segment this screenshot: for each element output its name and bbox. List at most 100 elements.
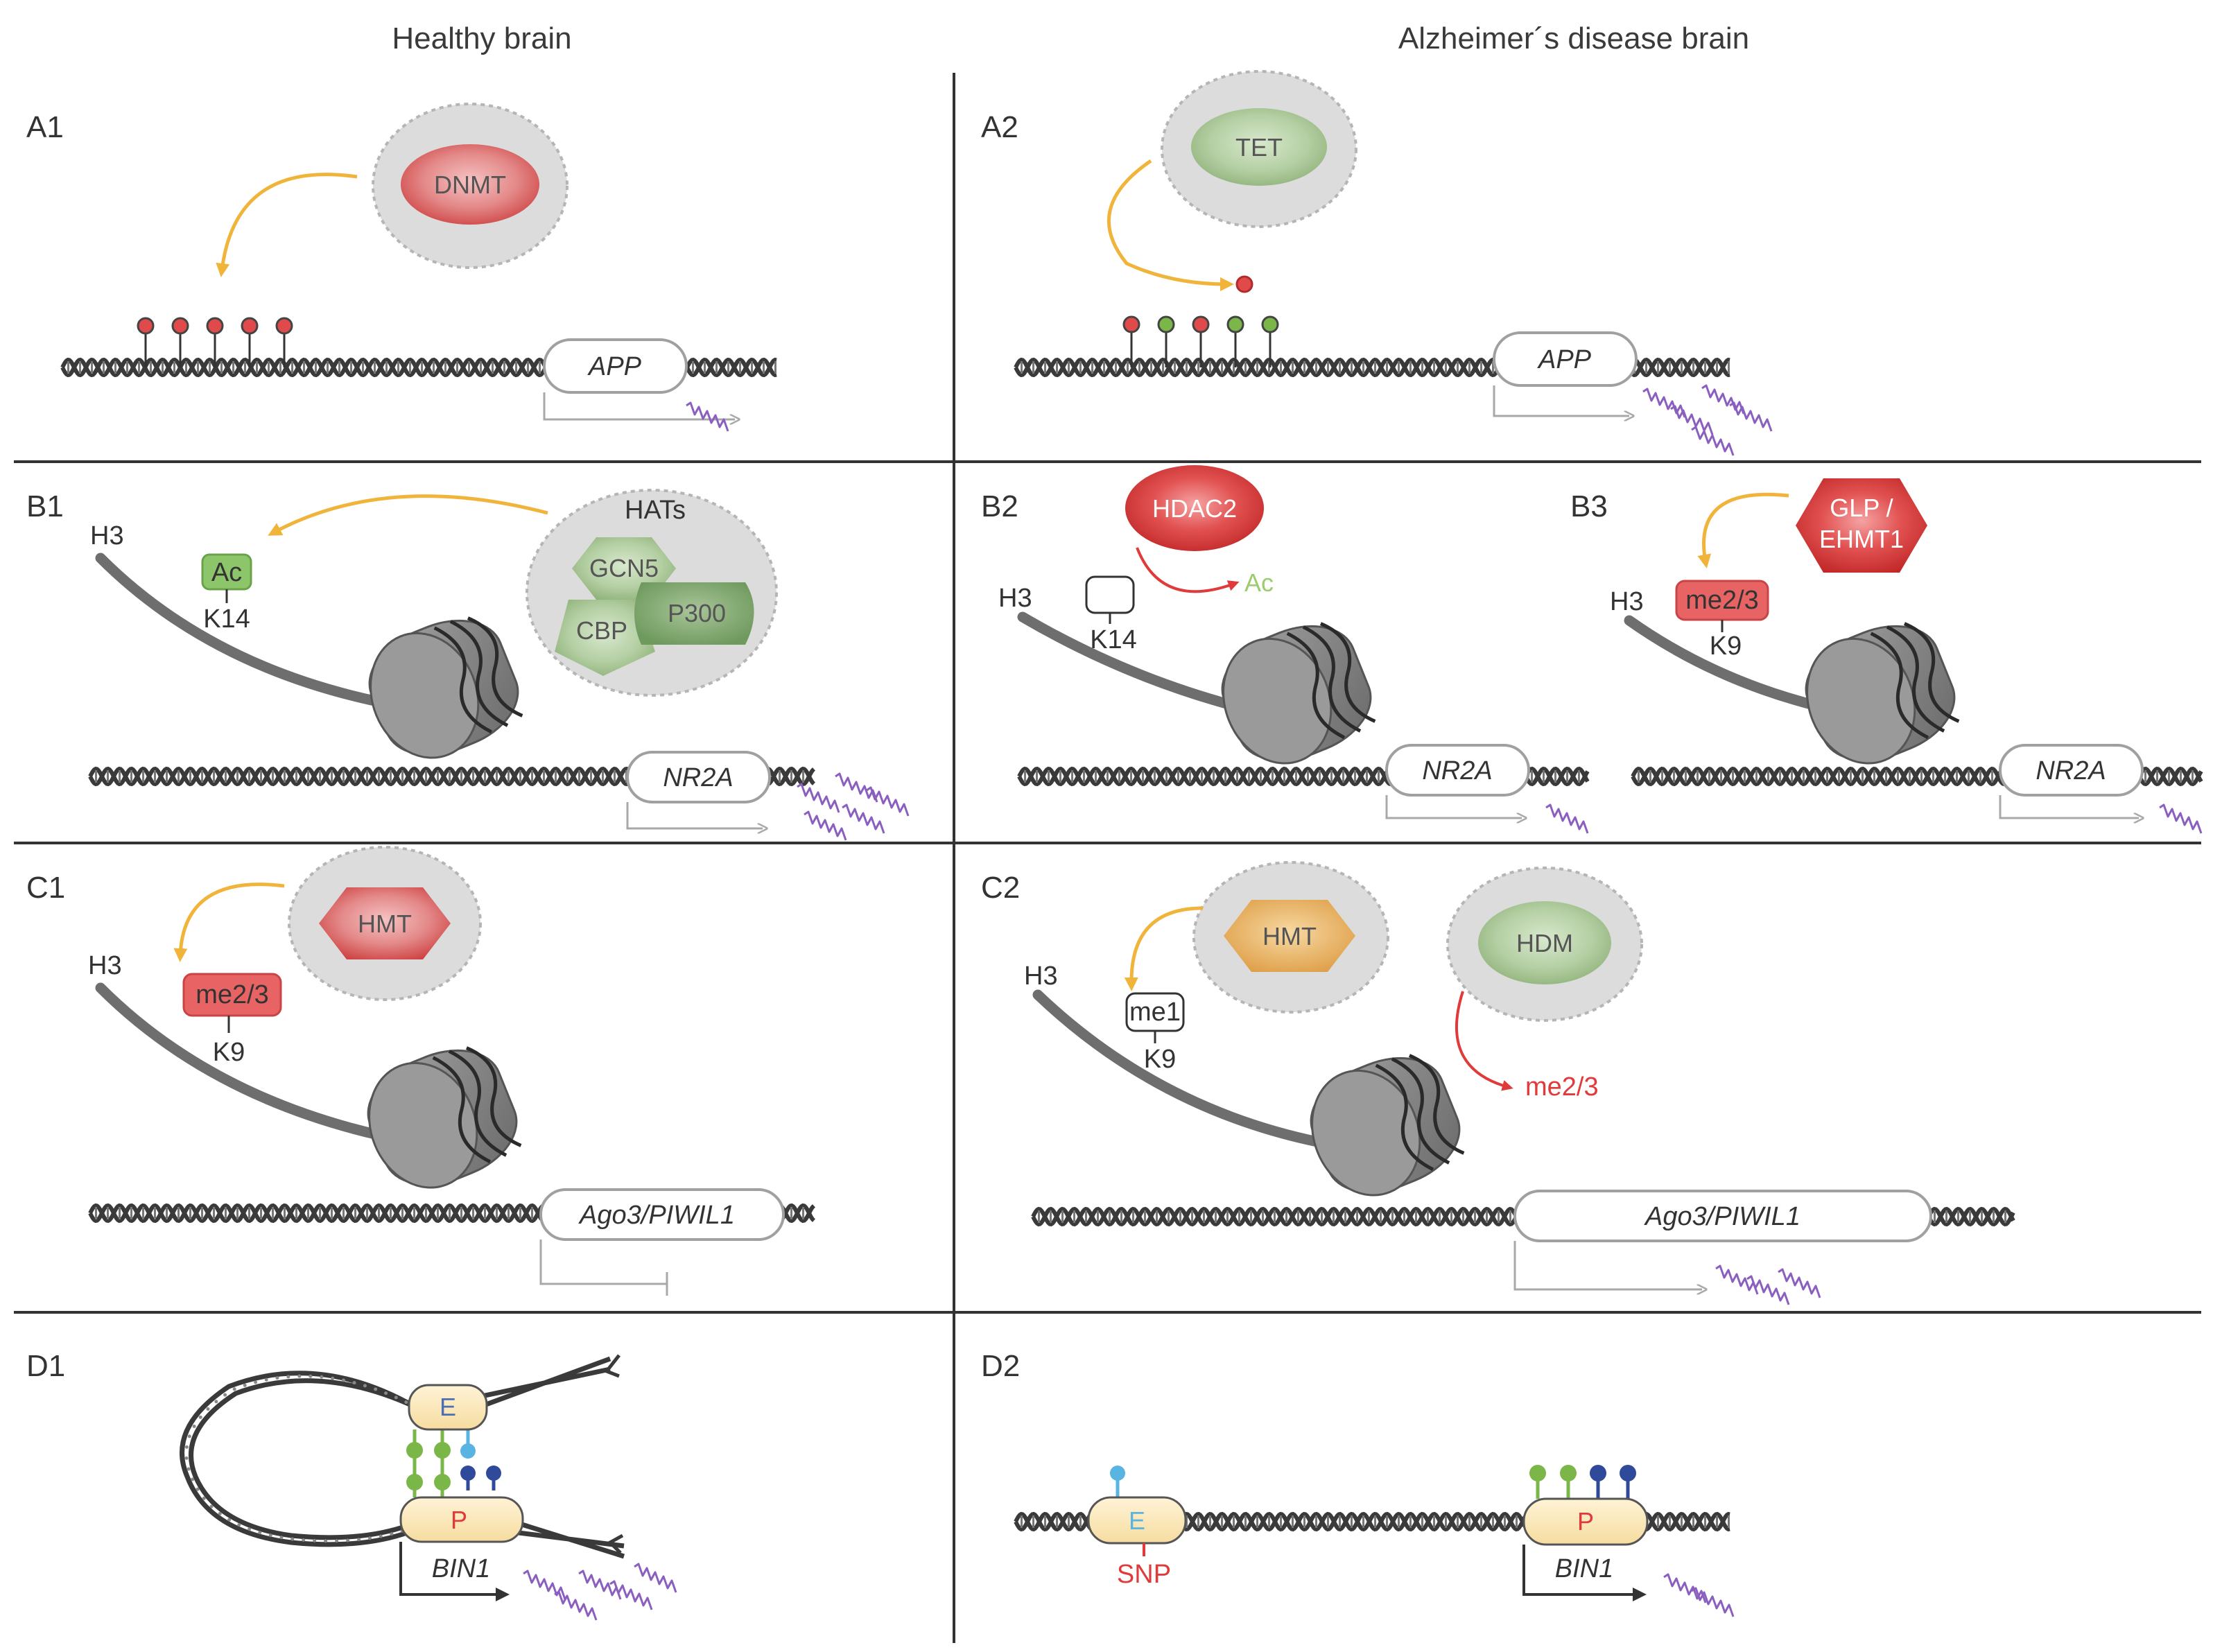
panel-label-d2: D2 (981, 1349, 1020, 1383)
histone-label: H3 (90, 521, 124, 550)
mrna-transcript (842, 803, 885, 834)
snp-label: SNP (1117, 1560, 1171, 1589)
hmt-enzyme (1224, 900, 1355, 972)
gene-label-nr2a: NR2A (2036, 756, 2106, 785)
panel-b2: H3 K14 HDAC2 Ac NR2A (998, 465, 1590, 834)
nucleosome (1221, 622, 1376, 765)
nucleosome (367, 1046, 522, 1189)
empty-residue-box (1085, 575, 1135, 614)
mrna-transcript (1729, 401, 1773, 432)
gene-label-nr2a: NR2A (663, 763, 733, 792)
methylation-marks (1122, 315, 1279, 367)
mrna-transcripts (1545, 803, 1589, 834)
mrna-transcript (1746, 1275, 1790, 1305)
gene-label-ago3: Ago3/PIWIL1 (578, 1201, 735, 1230)
demethylation-arrow (1455, 991, 1513, 1091)
hats-label: HATs (625, 496, 686, 525)
methylation-arrow (1697, 492, 1789, 568)
histone-label: H3 (1024, 962, 1058, 991)
enhancer-mark-head (1110, 1466, 1125, 1481)
glp-label-line1: GLP / (1830, 494, 1893, 522)
removed-methyl-label: me2/3 (1525, 1072, 1599, 1102)
hdac2-enzyme (1125, 465, 1264, 551)
residue-label: K9 (1710, 632, 1742, 661)
mrna-transcript (835, 772, 878, 803)
methyl-label: me2/3 (196, 980, 269, 1009)
mrna-transcript (866, 786, 910, 817)
promoter-marks (1529, 1465, 1636, 1499)
mrna-transcript (1701, 384, 1745, 415)
tet-enzyme (1191, 108, 1327, 186)
mrna-transcript (578, 1570, 622, 1600)
gene-box-app (1493, 331, 1638, 387)
hdm-enzyme (1478, 901, 1611, 984)
dna-end (603, 1354, 620, 1378)
mrna-transcript (804, 810, 847, 841)
gene-label-bin1: BIN1 (1555, 1554, 1613, 1583)
enhancer-element (408, 1384, 488, 1431)
methyl-mark (182, 973, 282, 1017)
panel-a1: DNMT APP (60, 103, 777, 432)
methylation-arrow (1124, 906, 1204, 991)
transcription-arrow (1493, 385, 1629, 416)
promoter-label: P (1577, 1507, 1594, 1536)
mrna-transcripts (686, 401, 729, 432)
gene-label-app: APP (587, 352, 642, 381)
glp-label-line2: EHMT1 (1819, 525, 1904, 553)
promoter-label: P (451, 1506, 467, 1534)
mrna-transcripts (1715, 1264, 1821, 1305)
dnmt-label: DNMT (434, 171, 506, 199)
panel-label-a1: A1 (26, 110, 64, 144)
panel-b1: H3 Ac K14 HATs GCN5 CBP P300 NR2A (88, 489, 910, 841)
residue-label: K9 (1144, 1045, 1176, 1074)
promoter-element (399, 1496, 524, 1543)
mrna-transcript (634, 1563, 677, 1593)
mrna-transcript (1691, 426, 1735, 456)
transcription-arrow (1522, 1545, 1647, 1601)
nucleosome (368, 616, 523, 759)
panel-label-d1: D1 (26, 1349, 65, 1383)
gene-label-bin1: BIN1 (432, 1554, 490, 1583)
gene-box-nr2a (1999, 744, 2144, 797)
panel-label-b2: B2 (981, 489, 1018, 523)
panel-label-c1: C1 (26, 871, 65, 905)
panel-label-b1: B1 (26, 489, 64, 523)
panel-a2: TET APP (1014, 70, 1773, 456)
mrna-transcript (2159, 803, 2203, 834)
mrna-transcripts (1663, 1573, 1735, 1617)
deacetylation-arrow (1136, 547, 1240, 593)
hmt-label: HMT (1262, 922, 1317, 950)
enhancer-promoter-contacts (406, 1427, 501, 1497)
gene-box-nr2a (626, 751, 771, 803)
demethylation-arrow (1106, 159, 1234, 291)
transcription-arrow (1385, 795, 1522, 818)
gene-box-app (543, 338, 688, 394)
promoter-element (1522, 1497, 1649, 1546)
transcription-arrow (543, 392, 735, 419)
hdm-label: HDM (1516, 929, 1573, 957)
methyl-label: me1 (1129, 998, 1181, 1027)
enhancer-element (1087, 1496, 1187, 1545)
mrna-transcripts (523, 1563, 677, 1621)
removed-methyl-mark (1235, 275, 1253, 293)
header-healthy: Healthy brain (392, 21, 571, 55)
transcription-arrow (1999, 795, 2139, 818)
gene-label-ago3: Ago3/PIWIL1 (1644, 1202, 1800, 1231)
mrna-transcript (1778, 1268, 1821, 1298)
acetylation-arrow (268, 494, 548, 536)
methylation-marks (137, 317, 293, 367)
mrna-transcript (1642, 388, 1686, 418)
mrna-transcript (1670, 405, 1714, 435)
panel-d2: E SNP P BIN1 (1014, 1465, 1735, 1617)
transcription-arrow (399, 1542, 510, 1601)
methylation-arrow (216, 173, 358, 277)
panel-label-a2: A2 (981, 110, 1018, 144)
histone-tail (1624, 615, 1822, 711)
gcn5-label: GCN5 (589, 554, 659, 582)
methyl-label: me2/3 (1685, 586, 1759, 615)
acetyl-label: Ac (211, 558, 242, 587)
gene-label-nr2a: NR2A (1422, 756, 1492, 785)
residue-label: K14 (1090, 625, 1137, 654)
mrna-transcript (797, 783, 840, 813)
dna-loop (180, 1356, 625, 1559)
